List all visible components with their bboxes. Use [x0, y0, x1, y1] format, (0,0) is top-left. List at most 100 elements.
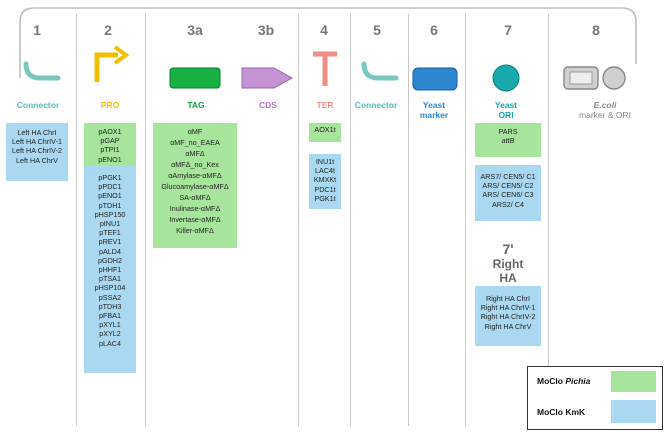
- separator: [76, 14, 77, 426]
- pro-label: PRO: [100, 100, 120, 110]
- legend: MoClo Pichia MoClo KmK: [527, 366, 663, 430]
- box-item: pTEF1: [99, 228, 121, 238]
- plasmid-backbone: [19, 7, 637, 78]
- box-item: pXYL2: [99, 329, 121, 339]
- box-item: pHSP104: [94, 283, 126, 293]
- yeast-ori-icon: [492, 64, 520, 92]
- box-item: Invertase-αMFΔ: [169, 215, 221, 224]
- yeast-marker-line2: marker: [419, 110, 449, 120]
- box-item: attB: [501, 136, 515, 146]
- box-item: Glucoamylase-αMFΔ: [161, 182, 229, 191]
- legend-pichia-italic: Pichia: [565, 376, 591, 386]
- tag-pichia-box: αMF αMF_no_EAEA αMFΔ αMFΔ_no_Kex αAmylase-αM…: [153, 123, 237, 248]
- box-item: pENO1: [98, 191, 122, 201]
- box-item: pENO1: [98, 154, 122, 164]
- connector-icon: [361, 61, 399, 81]
- position-5: 5: [373, 22, 381, 38]
- ecoli-name: E.coli: [593, 100, 617, 110]
- box-item: Left HA ChrI: [17, 128, 57, 137]
- separator: [548, 14, 549, 426]
- box-item: αMF: [187, 127, 203, 136]
- legend-pichia-label: MoClo Pichia: [537, 376, 590, 386]
- ecoli-rest: marker & ORI: [579, 110, 631, 120]
- yeast-marker-label: Yeast marker: [394, 100, 474, 120]
- box-item: αAmylase-αMFΔ: [168, 171, 222, 180]
- yeast-marker-icon: [412, 67, 458, 91]
- box-item: ARS/ CEN6/ C3: [482, 190, 534, 200]
- box-item: pTPI1: [100, 145, 120, 155]
- box-item: αMF_no_EAEA: [170, 138, 220, 147]
- tag-label: TAG: [187, 100, 205, 110]
- box-item: pGDH2: [98, 255, 122, 265]
- promoter-arrow-icon: [94, 45, 130, 82]
- box-item: pTDH1: [98, 200, 122, 210]
- separator: [465, 14, 466, 426]
- legend-pichia-prefix: MoClo: [537, 376, 566, 386]
- position-7-prime: 7' Right HA: [470, 241, 546, 286]
- box-item: ARS2/ C4: [492, 199, 524, 209]
- box-item: PGK1t: [314, 193, 336, 203]
- box-item: Left HA ChrIV-1: [12, 137, 62, 147]
- box-item: αMFΔ: [185, 149, 205, 158]
- ter-label: TER: [316, 100, 334, 110]
- position-6: 6: [430, 22, 438, 38]
- box-item: pGAP: [100, 136, 120, 146]
- box-item: pHSP150: [94, 209, 126, 219]
- position-7: 7: [504, 22, 512, 38]
- ecoli-marker-ori-icon: [563, 66, 626, 90]
- box-item: Left HA ChrV: [16, 155, 58, 165]
- position-7-prime-number: 7': [502, 241, 514, 257]
- position-4: 4: [320, 22, 328, 38]
- box-item: pLAC4: [99, 338, 121, 348]
- position-3a: 3a: [187, 22, 203, 38]
- terminator-icon: [313, 51, 337, 86]
- box-item: pXYL1: [99, 320, 121, 330]
- legend-kmk-swatch: [611, 400, 656, 423]
- yeast-ori-line2: ORI: [498, 110, 514, 120]
- box-item: pTSA1: [99, 274, 121, 284]
- yeast-ori-label: Yeast ORI: [466, 100, 546, 120]
- cds-arrow-icon: [241, 67, 294, 89]
- box-item: pFBA1: [99, 311, 121, 321]
- box-item: Inulinase-αMFΔ: [169, 204, 221, 213]
- legend-kmk-label: MoClo KmK: [537, 407, 586, 417]
- box-item: LAC4t: [315, 166, 335, 176]
- box-item: pTDH3: [98, 301, 122, 311]
- connector-label: Connector: [354, 100, 398, 110]
- yeast-marker-line1: Yeast: [422, 100, 446, 110]
- box-item: pPGK1: [98, 173, 122, 182]
- position-2: 2: [104, 22, 112, 38]
- box-item: pAOX1: [98, 127, 122, 136]
- connector-label: Connector: [16, 100, 60, 110]
- position-3b: 3b: [257, 22, 275, 38]
- yeast-ori-line1: Yeast: [494, 100, 518, 110]
- box-item: Right HA ChrIV-2: [480, 312, 536, 322]
- box-item: Left HA ChrIV-2: [12, 146, 62, 156]
- box-item: Right HA ChrIV-1: [480, 303, 536, 313]
- position-7-prime-line3: HA: [499, 271, 517, 285]
- tag-icon: [169, 67, 221, 89]
- box-item: pSSA2: [98, 292, 122, 302]
- box-item: PDC1t: [314, 184, 336, 194]
- box-item: PARS: [498, 127, 518, 136]
- box-item: αMFΔ_no_Kex: [171, 160, 219, 169]
- position-8: 8: [592, 22, 600, 38]
- separator: [350, 14, 351, 426]
- box-item: Killer-αMFΔ: [176, 226, 214, 235]
- box-item: pREV1: [98, 237, 122, 247]
- ter-pichia-box: AOX1t: [309, 123, 341, 142]
- ecoli-label: E.coli marker & ORI: [560, 100, 650, 120]
- box-item: AOX1t: [314, 125, 336, 134]
- position-7-prime-line2: Right: [492, 257, 524, 271]
- separator: [145, 14, 146, 426]
- separator: [298, 14, 299, 426]
- box-item: pALD4: [99, 246, 121, 256]
- box-item: pPDC1: [98, 182, 122, 192]
